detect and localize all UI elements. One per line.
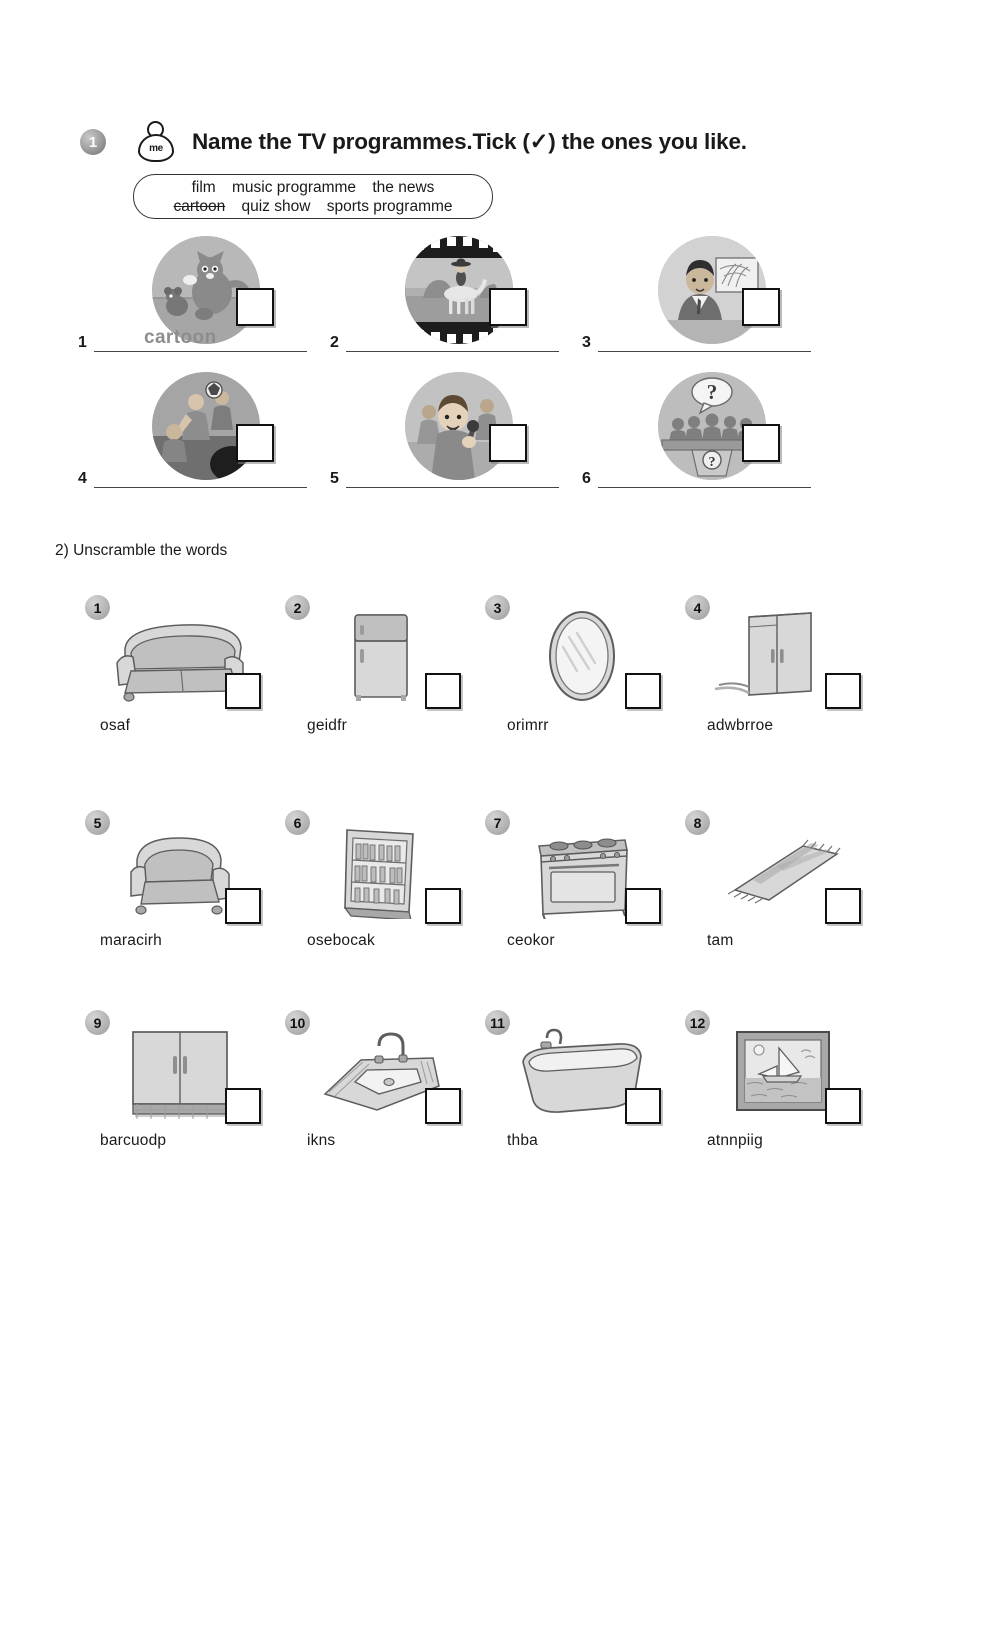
tick-box-5[interactable] <box>489 424 527 462</box>
tick-box-2[interactable] <box>489 288 527 326</box>
exercise-1-item-1 <box>152 236 402 344</box>
scrambled-word-9: barcuodp <box>100 1132 167 1149</box>
answer-box-4[interactable] <box>825 673 861 709</box>
answer-box-6[interactable] <box>425 888 461 924</box>
exercise-1-title: Name the TV programmes.Tick (✓) the ones… <box>192 129 747 154</box>
exercise-1-item-5 <box>405 372 655 480</box>
answer-rule-1[interactable]: cartoon <box>94 327 307 352</box>
answer-box-8[interactable] <box>825 888 861 924</box>
answer-box-10[interactable] <box>425 1088 461 1124</box>
item-number-4: 4 <box>685 595 710 620</box>
answer-rule-6[interactable] <box>598 468 811 488</box>
exercise-2-title: 2) Unscramble the words <box>55 542 228 559</box>
word-bank-word-cartoon: cartoon <box>173 197 226 215</box>
me-icon-label: me <box>149 143 163 154</box>
scrambled-word-11: thba <box>507 1132 538 1149</box>
answer-box-12[interactable] <box>825 1088 861 1124</box>
answer-number-3: 3 <box>582 334 591 351</box>
answer-box-1[interactable] <box>225 673 261 709</box>
item-number-5: 5 <box>85 810 110 835</box>
wardrobe-illustration <box>707 609 857 704</box>
answer-number-1: 1 <box>78 334 87 351</box>
answer-text-1: cartoon <box>144 327 217 348</box>
armchair-illustration <box>107 824 257 919</box>
answer-line-5: 5 <box>330 468 559 488</box>
item-number-9: 9 <box>85 1010 110 1035</box>
answer-box-5[interactable] <box>225 888 261 924</box>
scrambled-word-12: atnnpiig <box>707 1132 763 1149</box>
svg-text:?: ? <box>709 455 716 470</box>
item-number-3: 3 <box>485 595 510 620</box>
word-bank-word-sports-programme: sports programme <box>326 197 453 215</box>
music-programme-picture <box>405 372 513 480</box>
scrambled-word-6: osebocak <box>307 932 375 949</box>
word-bank-row-1: film music programme the news <box>134 178 492 197</box>
tick-box-1[interactable] <box>236 288 274 326</box>
exercise-1-item-4 <box>152 372 402 480</box>
word-bank-word-quiz-show: quiz show <box>241 197 311 215</box>
word-bank-word-music-programme: music programme <box>232 178 357 196</box>
answer-box-9[interactable] <box>225 1088 261 1124</box>
scrambled-word-3: orimrr <box>507 717 549 734</box>
scrambled-word-10: ikns <box>307 1132 336 1149</box>
word-bank: film music programme the news cartoon qu… <box>133 174 493 219</box>
answer-number-4: 4 <box>78 470 87 487</box>
cooker-illustration <box>507 824 657 921</box>
exercise-1-header: 1 me Name the TV programmes.Tick (✓) the… <box>80 120 747 164</box>
item-number-10: 10 <box>285 1010 310 1035</box>
bath-illustration <box>507 1024 657 1119</box>
news-picture <box>658 236 766 344</box>
item-number-7: 7 <box>485 810 510 835</box>
item-number-1: 1 <box>85 595 110 620</box>
scrambled-word-8: tam <box>707 932 734 949</box>
answer-box-11[interactable] <box>625 1088 661 1124</box>
exercise-1-number-badge: 1 <box>80 129 106 155</box>
answer-rule-3[interactable] <box>598 332 811 352</box>
word-bank-row-2: cartoon quiz show sports programme <box>134 197 492 216</box>
word-bank-word-the-news: the news <box>372 178 435 196</box>
answer-line-1: 1 cartoon <box>78 327 307 352</box>
scrambled-word-1: osaf <box>100 717 131 734</box>
painting-illustration <box>707 1024 857 1119</box>
exercise-1-item-2 <box>405 236 655 344</box>
me-icon-body <box>138 134 174 162</box>
cartoon-picture <box>152 236 260 344</box>
bookcase-illustration <box>307 824 457 921</box>
answer-line-6: 6 <box>582 468 811 488</box>
item-number-8: 8 <box>685 810 710 835</box>
tick-box-6[interactable] <box>742 424 780 462</box>
cupboard-illustration <box>107 1024 257 1119</box>
tick-box-4[interactable] <box>236 424 274 462</box>
answer-line-4: 4 <box>78 468 307 488</box>
item-number-2: 2 <box>285 595 310 620</box>
answer-rule-2[interactable] <box>346 332 559 352</box>
tick-box-3[interactable] <box>742 288 780 326</box>
mat-illustration <box>707 824 857 919</box>
mirror-illustration <box>507 609 657 704</box>
answer-number-2: 2 <box>330 334 339 351</box>
item-number-11: 11 <box>485 1010 510 1035</box>
scrambled-word-2: geidfr <box>307 717 347 734</box>
answer-number-5: 5 <box>330 470 339 487</box>
answer-number-6: 6 <box>582 470 591 487</box>
answer-rule-4[interactable] <box>94 468 307 488</box>
me-person-icon: me <box>134 120 178 164</box>
scrambled-word-7: ceokor <box>507 932 555 949</box>
item-number-12: 12 <box>685 1010 710 1035</box>
exercise-1-item-3 <box>658 236 908 344</box>
sink-illustration <box>307 1024 457 1119</box>
word-bank-word-film: film <box>191 178 216 196</box>
answer-box-3[interactable] <box>625 673 661 709</box>
answer-box-2[interactable] <box>425 673 461 709</box>
answer-line-3: 3 <box>582 332 811 352</box>
svg-text:?: ? <box>707 380 718 404</box>
scrambled-word-5: maracirh <box>100 932 162 949</box>
item-number-6: 6 <box>285 810 310 835</box>
answer-line-2: 2 <box>330 332 559 352</box>
answer-box-7[interactable] <box>625 888 661 924</box>
exercise-1-item-6: ? ? <box>658 372 908 480</box>
fridge-illustration <box>307 609 457 704</box>
scrambled-word-4: adwbrroe <box>707 717 774 734</box>
answer-rule-5[interactable] <box>346 468 559 488</box>
